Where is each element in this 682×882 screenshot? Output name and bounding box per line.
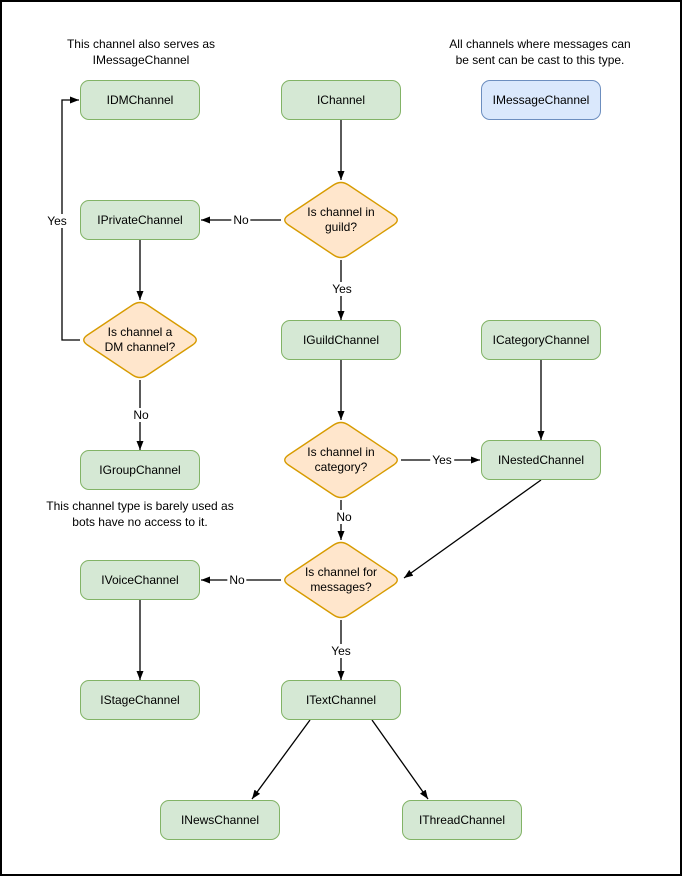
node-label: IVoiceChannel — [101, 573, 179, 587]
decision-is-channel-a-dm: Is channel a DM channel? — [80, 300, 200, 380]
node-itextchannel: ITextChannel — [281, 680, 401, 720]
node-label: ITextChannel — [305, 693, 377, 707]
decision-label: Is channel a DM channel? — [104, 325, 176, 354]
diamond-shape — [83, 301, 197, 379]
edge-label-guild-no: No — [231, 213, 251, 227]
decision-label: Is channel in guild? — [307, 205, 375, 234]
edge-label-messages-yes: Yes — [329, 644, 353, 658]
node-idmchannel: IDMChannel — [80, 80, 200, 120]
node-label: IGroupChannel — [99, 463, 181, 477]
node-label: INestedChannel — [497, 453, 585, 467]
node-ivoicechannel: IVoiceChannel — [80, 560, 200, 600]
decision-is-channel-for-messages: Is channel for messages? — [281, 540, 401, 620]
node-label: IDMChannel — [106, 93, 174, 107]
node-icategorychannel: ICategoryChannel — [481, 320, 601, 360]
node-label: IMessageChannel — [492, 93, 590, 107]
node-label: IThreadChannel — [418, 813, 506, 827]
node-istagechannel: IStageChannel — [80, 680, 200, 720]
edge-label-guild-yes: Yes — [330, 282, 354, 296]
edge-label-dm-yes: Yes — [45, 214, 69, 228]
edge-label-messages-no: No — [227, 573, 247, 587]
node-ithreadchannel: IThreadChannel — [402, 800, 522, 840]
edge-inestedchannel-to-messages-decision — [403, 479, 542, 579]
node-label: INewsChannel — [180, 813, 260, 827]
decision-label: Is channel for messages? — [304, 565, 378, 594]
node-igroupchannel: IGroupChannel — [80, 450, 200, 490]
note-imessagechannel: All channels where messages can be sent … — [449, 37, 631, 67]
node-label: IGuildChannel — [302, 333, 380, 347]
diamond-shape — [284, 541, 398, 619]
edge-itextchannel-to-ithreadchannel — [371, 719, 429, 800]
edge-label-category-no: No — [334, 510, 354, 524]
node-imessagechannel: IMessageChannel — [481, 80, 601, 120]
diamond-shape — [284, 181, 398, 259]
decision-is-channel-in-category: Is channel in category? — [281, 420, 401, 500]
edge-label-category-yes: Yes — [430, 453, 454, 467]
edge-itextchannel-to-inewschannel — [251, 719, 311, 800]
decision-label: Is channel in category? — [307, 445, 375, 474]
node-label: IStageChannel — [100, 693, 180, 707]
node-label: ICategoryChannel — [492, 333, 590, 347]
node-iguildchannel: IGuildChannel — [281, 320, 401, 360]
note-igroupchannel: This channel type is barely used as bots… — [46, 499, 234, 529]
node-ichannel: IChannel — [281, 80, 401, 120]
decision-is-channel-in-guild: Is channel in guild? — [281, 180, 401, 260]
node-inestedchannel: INestedChannel — [481, 440, 601, 480]
node-inewschannel: INewsChannel — [160, 800, 280, 840]
diamond-shape — [284, 421, 398, 499]
node-iprivatechannel: IPrivateChannel — [80, 200, 200, 240]
edge-label-dm-no: No — [131, 408, 151, 422]
note-idmchannel: This channel also serves as IMessageChan… — [66, 37, 216, 67]
node-label: IChannel — [316, 93, 366, 107]
node-label: IPrivateChannel — [97, 213, 183, 227]
